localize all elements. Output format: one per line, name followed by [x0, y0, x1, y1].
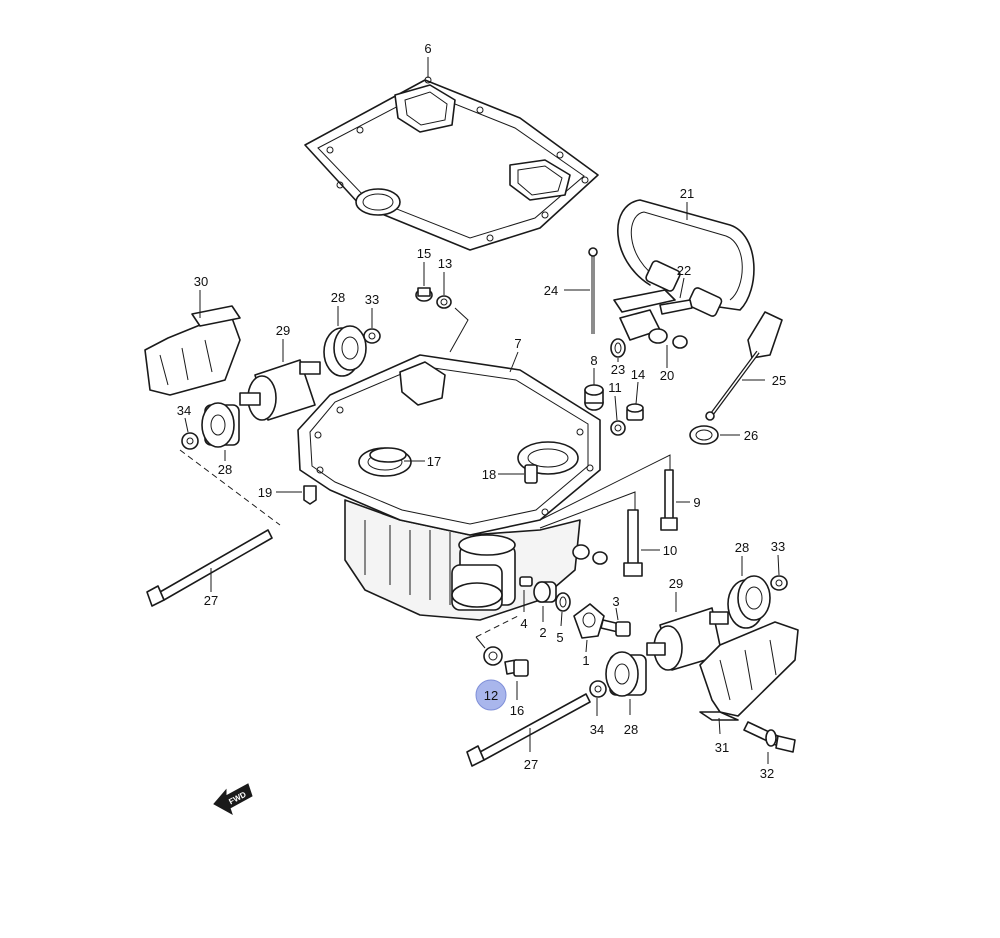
gasket-6 [304, 76, 599, 251]
cap-2 [533, 581, 557, 603]
washer-34b [589, 680, 607, 698]
washer-12 [483, 646, 503, 666]
callout-15: 15 [417, 246, 431, 261]
callout-20: 20 [660, 368, 674, 383]
callout-31: 31 [715, 740, 729, 755]
callout-6: 6 [424, 41, 431, 56]
callout-29b: 29 [669, 576, 683, 591]
bolt-3 [600, 619, 631, 637]
nut-33b [770, 575, 788, 591]
callout-16: 16 [510, 703, 524, 718]
mount-rubber-28a [323, 325, 367, 377]
callout-33a: 33 [365, 292, 379, 307]
callout-25: 25 [772, 373, 786, 388]
through-bolt-27b [466, 693, 591, 767]
dipstick-guide-24 [588, 247, 598, 334]
bolt-16 [504, 659, 529, 677]
sensor-1 [573, 603, 605, 639]
callout-1: 1 [582, 653, 589, 668]
washer-34a [181, 432, 199, 450]
mount-bracket-31 [699, 621, 799, 721]
fitting-small [572, 544, 608, 565]
plug-18 [524, 464, 538, 484]
callout-32: 32 [760, 766, 774, 781]
callout-29a: 29 [276, 323, 290, 338]
callout-28a: 28 [331, 290, 345, 305]
bolt-9 [660, 469, 678, 531]
callout-28c: 28 [735, 540, 749, 555]
o-ring-26 [689, 425, 719, 445]
callout-28b: 28 [218, 462, 232, 477]
mount-rubber-29b [646, 607, 729, 671]
bolt-32 [743, 721, 796, 753]
callout-33b: 33 [771, 539, 785, 554]
mount-bracket-30 [144, 305, 241, 396]
plug-14 [626, 403, 644, 421]
callout-2: 2 [539, 625, 546, 640]
callout-34b: 34 [590, 722, 604, 737]
callout-17: 17 [427, 454, 441, 469]
callout-27a: 27 [204, 593, 218, 608]
washer-13 [436, 295, 452, 309]
callout-19: 19 [258, 485, 272, 500]
callout-24: 24 [544, 283, 558, 298]
mount-rubber-28d [605, 651, 647, 697]
callout-5: 5 [556, 630, 563, 645]
callout-12: 12 [484, 688, 498, 703]
fitting-20 [619, 309, 688, 349]
bolt-19 [303, 485, 317, 505]
callout-30: 30 [194, 274, 208, 289]
plug-8 [584, 384, 604, 411]
callout-13: 13 [438, 256, 452, 271]
gasket-11 [610, 420, 626, 436]
mount-rubber-29 [239, 359, 321, 421]
callout-3: 3 [612, 594, 619, 609]
o-ring-23 [610, 338, 626, 358]
mount-rubber-28c [727, 575, 771, 629]
callout-14: 14 [631, 367, 645, 382]
callout-23: 23 [611, 362, 625, 377]
nut-33a [363, 328, 381, 344]
callout-11: 11 [608, 380, 622, 395]
callout-12-highlight[interactable]: 12 [475, 679, 507, 711]
mount-rubber-28b [201, 402, 240, 448]
callout-9: 9 [693, 495, 700, 510]
oil-pan-7 [297, 354, 601, 621]
callout-18: 18 [482, 467, 496, 482]
bolt-15 [415, 287, 433, 302]
callout-8: 8 [590, 353, 597, 368]
callout-26: 26 [744, 428, 758, 443]
callout-28d: 28 [624, 722, 638, 737]
callout-10: 10 [663, 543, 677, 558]
callout-34a: 34 [177, 403, 191, 418]
o-ring-5 [555, 592, 571, 612]
callout-4: 4 [520, 616, 527, 631]
callout-22: 22 [677, 263, 691, 278]
strainer-17 [369, 447, 407, 463]
bolt-4 [519, 576, 533, 587]
callout-21: 21 [680, 186, 694, 201]
callout-7: 7 [514, 336, 521, 351]
hose-21 [617, 199, 755, 317]
clamp-22 [613, 289, 693, 315]
callout-27b: 27 [524, 757, 538, 772]
dipstick-25 [705, 311, 783, 421]
through-bolt-27a [146, 529, 273, 607]
bolt-10 [623, 509, 643, 577]
forward-arrow-icon: FWD [213, 783, 253, 816]
